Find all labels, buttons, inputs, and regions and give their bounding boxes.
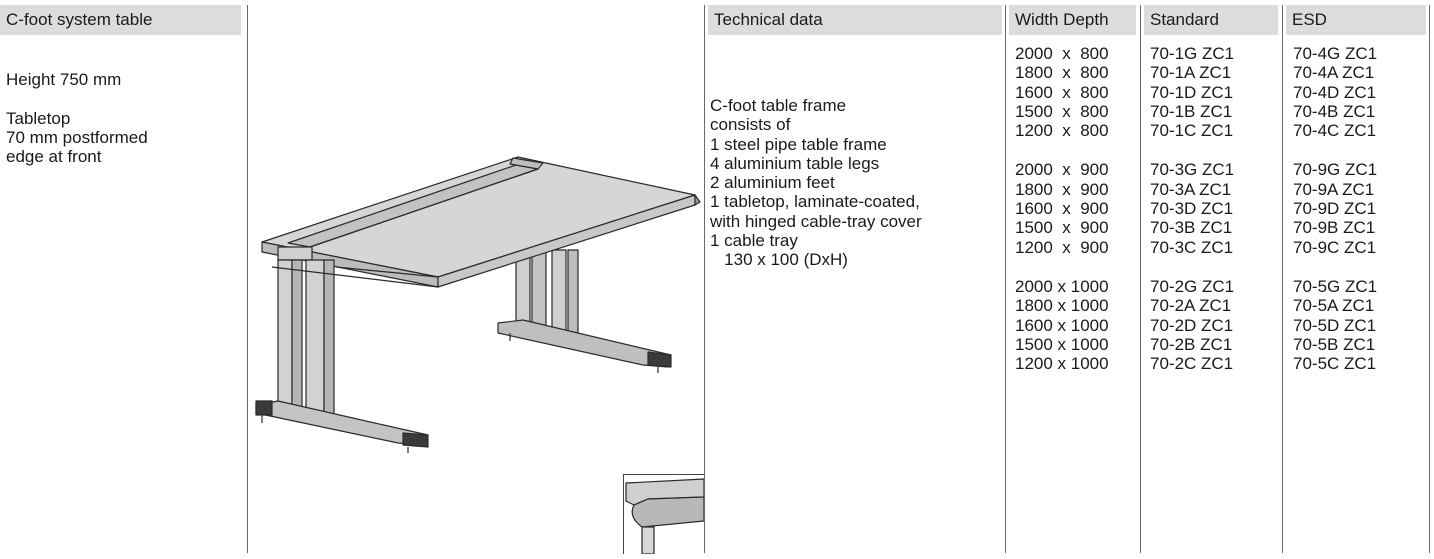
column-rule (247, 5, 248, 553)
size-cell: 2000 x 800 (1015, 44, 1109, 63)
size-cell: 1500 x 800 (1015, 101, 1109, 121)
note-height: Height 750 mm (6, 70, 122, 89)
esd-cell: 70-9C ZC1 (1293, 237, 1377, 257)
size-cell: 1600 x 800 (1015, 82, 1109, 102)
size-cell: 1600 x 1000 (1015, 315, 1109, 335)
esd-cell: 70-4D ZC1 (1293, 82, 1377, 102)
esd-cell: 70-5C ZC1 (1293, 354, 1377, 374)
size-cell: 1800 x 800 (1015, 63, 1109, 83)
esd-cell: 70-5G ZC1 (1293, 276, 1378, 296)
standard-cell: 70-3A ZC1 (1150, 179, 1232, 199)
esd-cell: 70-4G ZC1 (1293, 44, 1378, 63)
standard-cell: 70-1D ZC1 (1150, 82, 1234, 102)
note-edge-line1: 70 mm postformed (6, 127, 148, 147)
size-cell: 1800 x 900 (1015, 179, 1109, 199)
standard-cell: 70-1B ZC1 (1150, 101, 1233, 121)
standard-cell: 70-2G ZC1 (1150, 276, 1235, 296)
column-header-esd: ESD (1286, 5, 1426, 35)
product-notes: Height 750 mm Tabletop 70 mm postformed … (6, 70, 148, 166)
standard-cell: 70-2A ZC1 (1150, 296, 1232, 316)
esd-cell: 70-5B ZC1 (1293, 334, 1376, 354)
column-rule (1005, 5, 1006, 553)
group-spacer (1293, 140, 1377, 160)
postformed-edge-detail (623, 474, 705, 555)
tech-line: 4 aluminium table legs (710, 153, 880, 173)
size-cell: 1800 x 1000 (1015, 296, 1109, 316)
column-rule (1140, 5, 1141, 553)
note-tabletop: Tabletop (6, 108, 71, 128)
standard-cell: 70-1G ZC1 (1150, 44, 1235, 63)
esd-cell: 70-9G ZC1 (1293, 160, 1378, 180)
column-header-standard: Standard (1144, 5, 1278, 35)
tech-line: 1 steel pipe table frame (710, 134, 887, 154)
tech-line: 130 x 100 (DxH) (710, 250, 848, 270)
column-header-width-depth: Width Depth (1009, 5, 1136, 35)
group-spacer (1015, 257, 1109, 277)
size-cell: 1500 x 1000 (1015, 334, 1109, 354)
esd-cell: 70-4A ZC1 (1293, 63, 1375, 83)
technical-description: C-foot table frame consists of 1 steel p… (710, 96, 922, 270)
standard-cell: 70-1C ZC1 (1150, 121, 1234, 141)
technical-data-header: Technical data (708, 5, 1002, 35)
note-edge-line2: edge at front (6, 147, 102, 167)
esd-cell: 70-9A ZC1 (1293, 179, 1375, 199)
size-cell: 2000 x 1000 (1015, 276, 1109, 296)
product-title: C-foot system table (0, 5, 241, 35)
size-cell: 2000 x 900 (1015, 160, 1109, 180)
group-spacer (1150, 140, 1234, 160)
tech-line: with hinged cable-tray cover (710, 211, 922, 231)
sizes-column: 2000 x 800 1800 x 800 1600 x 800 1500 x … (1015, 44, 1109, 373)
esd-cell: 70-9D ZC1 (1293, 199, 1377, 219)
group-spacer (1150, 257, 1234, 277)
note-spacer (6, 89, 148, 108)
group-spacer (1015, 140, 1109, 160)
esd-cell: 70-5D ZC1 (1293, 315, 1377, 335)
group-spacer (1293, 257, 1377, 277)
standard-cell: 70-3D ZC1 (1150, 199, 1234, 219)
tech-line: C-foot table frame (710, 96, 847, 115)
size-cell: 1200 x 1000 (1015, 354, 1109, 374)
esd-cell: 70-9B ZC1 (1293, 218, 1376, 238)
size-cell: 1500 x 900 (1015, 218, 1109, 238)
tech-line: 1 tabletop, laminate-coated, (710, 192, 920, 212)
tech-line: 2 aluminium feet (710, 173, 835, 193)
esd-cell: 70-4B ZC1 (1293, 101, 1376, 121)
size-cell: 1200 x 900 (1015, 237, 1109, 257)
column-rule (704, 5, 705, 553)
esd-cell: 70-5A ZC1 (1293, 296, 1375, 316)
c-foot-table-drawing (248, 5, 704, 553)
standard-column: 70-1G ZC1 70-1A ZC1 70-1D ZC1 70-1B ZC1 … (1150, 44, 1234, 373)
esd-cell: 70-4C ZC1 (1293, 121, 1377, 141)
size-cell: 1200 x 800 (1015, 121, 1109, 141)
standard-cell: 70-3C ZC1 (1150, 237, 1234, 257)
tech-line: 1 cable tray (710, 231, 798, 251)
esd-column: 70-4G ZC1 70-4A ZC1 70-4D ZC1 70-4B ZC1 … (1293, 44, 1377, 373)
standard-cell: 70-1A ZC1 (1150, 63, 1232, 83)
standard-cell: 70-2D ZC1 (1150, 315, 1234, 335)
standard-cell: 70-3G ZC1 (1150, 160, 1235, 180)
standard-cell: 70-3B ZC1 (1150, 218, 1233, 238)
standard-cell: 70-2C ZC1 (1150, 354, 1234, 374)
tech-line: consists of (710, 115, 791, 135)
size-cell: 1600 x 900 (1015, 199, 1109, 219)
column-rule (1282, 5, 1283, 553)
column-rule (1429, 5, 1430, 553)
standard-cell: 70-2B ZC1 (1150, 334, 1233, 354)
